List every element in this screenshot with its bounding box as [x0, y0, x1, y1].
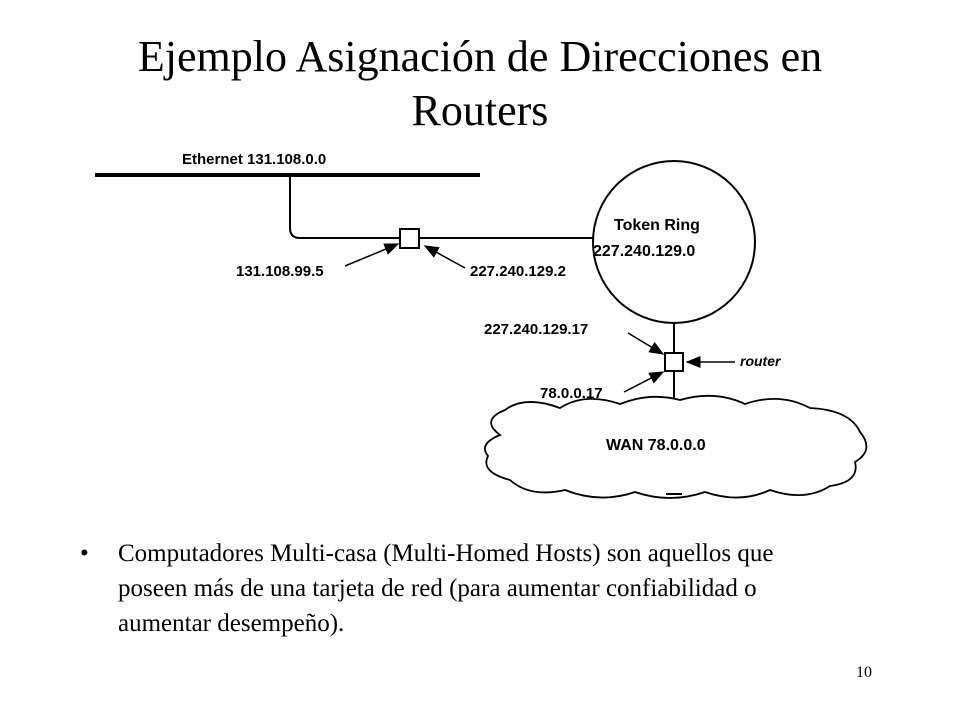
- token-ring-network: 227.240.129.0: [593, 243, 695, 260]
- router2-box: [664, 352, 684, 372]
- title-line-2: Routers: [411, 86, 549, 135]
- router-label: router: [740, 353, 782, 369]
- router2-tokenring-arrow: [627, 332, 665, 355]
- router2-wan-arrow: [623, 371, 665, 393]
- router2-wan-address: 78.0.0.17: [540, 385, 603, 402]
- ethernet-drop-line: [289, 175, 400, 239]
- bullet-marker: •: [80, 540, 89, 567]
- router2-tokenring-address: 227.240.129.17: [484, 321, 588, 338]
- token-ring-name: Token Ring: [614, 217, 700, 234]
- router1-ethernet-address: 131.108.99.5: [236, 263, 324, 280]
- wan-cloud: [484, 394, 868, 499]
- router1-tokenring-address: 227.240.129.2: [470, 263, 566, 280]
- slide-number: 10: [856, 664, 872, 681]
- token-ring-circle: [592, 160, 756, 324]
- router1-box: [399, 228, 420, 249]
- router1-tokenring-arrow: [423, 245, 466, 269]
- slide-title: Ejemplo Asignación de Direcciones en Rou…: [40, 30, 920, 138]
- router1-ethernet-arrow: [344, 243, 400, 267]
- title-line-1: Ejemplo Asignación de Direcciones en: [137, 32, 823, 81]
- bullet-text: Computadores Multi-casa (Multi-Homed Hos…: [118, 540, 774, 637]
- ethernet-label: Ethernet 131.108.0.0: [182, 151, 326, 168]
- wan-label: WAN 78.0.0.0: [606, 437, 706, 454]
